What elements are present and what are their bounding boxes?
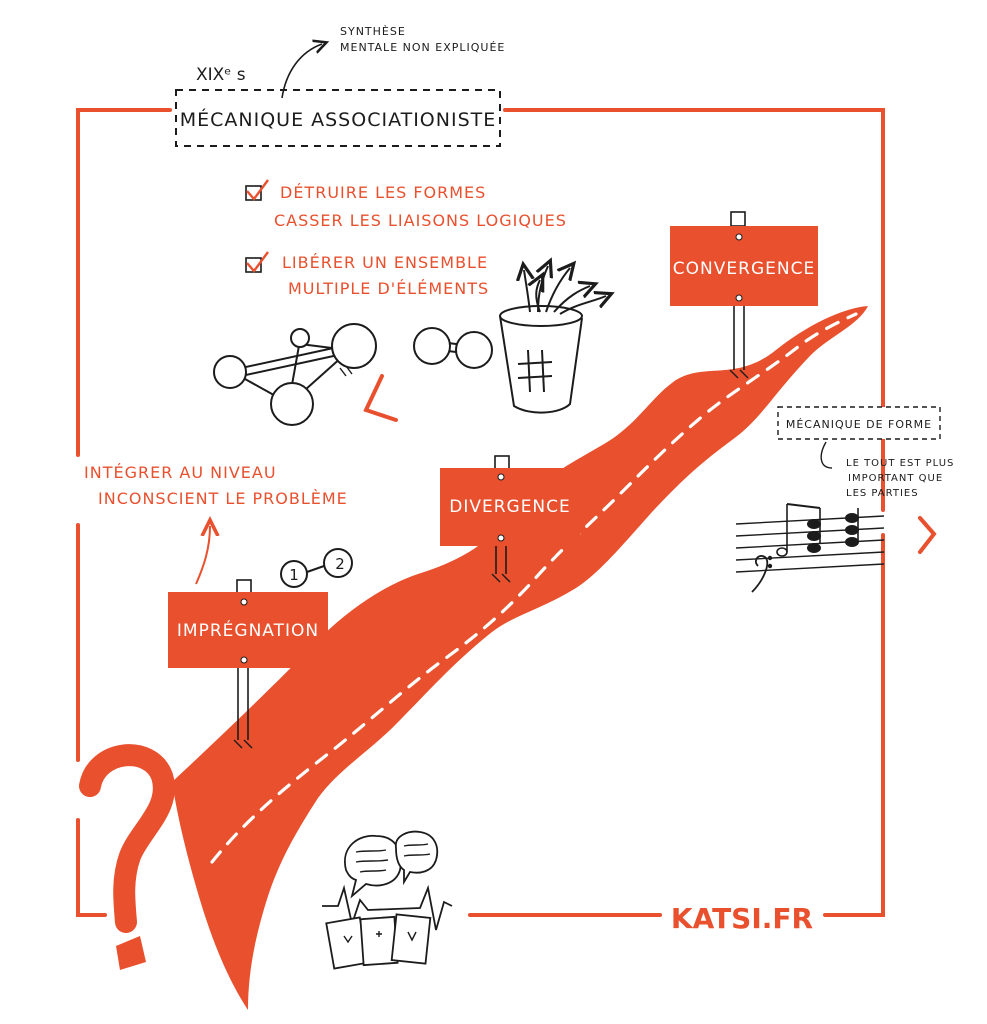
convergence-sign: Convergence [670,211,818,379]
impregnation-sign: Imprégnation [168,579,328,749]
svg-text:1: 1 [289,566,299,584]
checklist: Détruire les formes casser les liaisons … [245,179,567,298]
bracket-mark [918,516,937,554]
annotation-line2: mentale non expliquée [340,41,505,54]
one-plus-two-badges: 1 2 [280,548,353,588]
divergence-panel [440,468,580,546]
arrow-icon [820,441,833,469]
dumbbell-molecule-icon [413,327,493,369]
music-notes-icon [735,503,885,593]
bracket-mark [363,374,398,422]
speech-bubbles-icon [344,830,439,899]
form-mechanics-line3: les parties [846,488,919,499]
title-box: Mécanique associationiste XIXᵉ s Synthès… [175,25,505,147]
badge-two [323,548,353,578]
step-divergence: Divergence [449,497,571,517]
step-convergence: Convergence [673,259,815,279]
convergence-panel [670,226,818,306]
outer-frame [76,108,885,917]
brand-logo: KATSI.FR [671,902,813,935]
molecule-icon [213,323,377,426]
heartbeat-icon [322,884,453,931]
form-mechanics-box: Mécanique de forme Le tout est plus impo… [777,406,954,499]
badge-one [280,560,308,588]
impregnation-panel [168,592,328,668]
form-mechanics-title: Mécanique de forme [786,418,932,431]
checkbox-icon [245,179,269,201]
form-mechanics-line1: Le tout est plus [846,458,954,469]
form-mechanics-line2: important que [848,473,943,484]
checklist-item1-line1: Détruire les formes [280,183,486,202]
left-note: Intégrer au niveau inconscient le problè… [84,463,348,585]
svg-text:2: 2 [335,555,345,573]
annotation-line1: Synthèse [340,25,406,38]
checklist-item2-line1: Libérer un ensemble [282,253,488,272]
playing-cards-icon [325,913,432,970]
question-mark-icon [79,744,175,970]
century-label: XIXᵉ s [196,65,246,85]
trash-bin-icon [499,266,606,414]
left-note-line2: inconscient le problème [98,489,348,508]
page-title: Mécanique associationiste [180,108,497,131]
step-impregnation: Imprégnation [177,619,319,641]
checklist-item2-line2: multiple d'éléments [288,279,489,298]
checkbox-icon [245,251,269,273]
left-note-line1: Intégrer au niveau [84,463,277,482]
arrow-icon [281,44,322,99]
checklist-item1-line2: casser les liaisons logiques [274,211,567,230]
divergence-sign: Divergence [440,455,580,583]
arrow-icon [195,526,210,585]
